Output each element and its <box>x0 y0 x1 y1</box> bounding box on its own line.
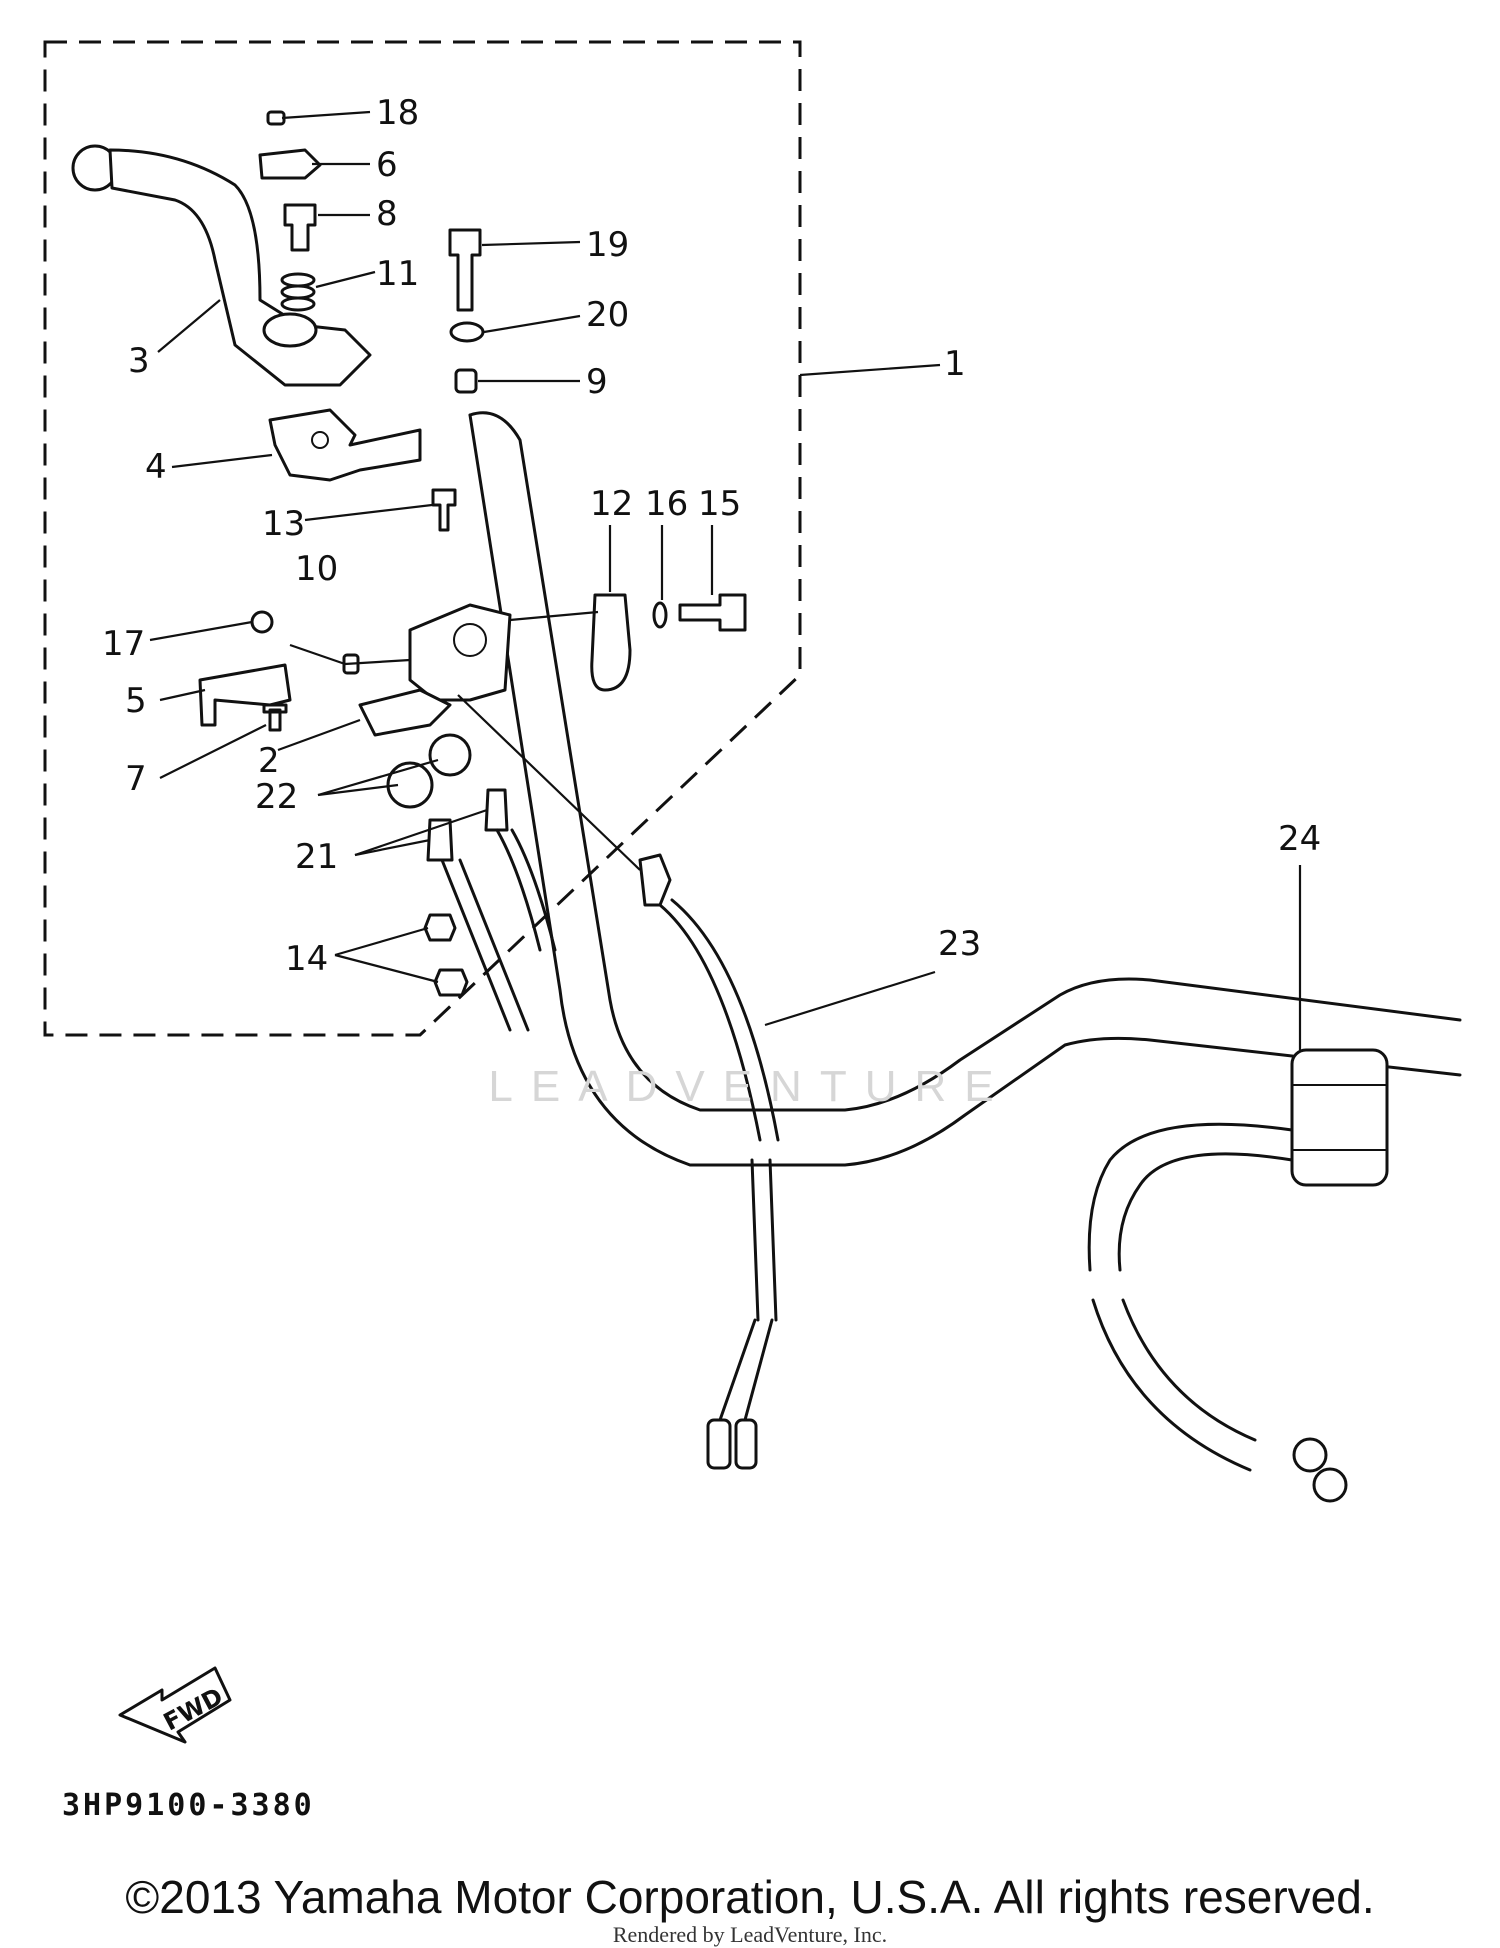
bracket-5 <box>198 663 292 727</box>
switch-housing <box>358 603 512 737</box>
bolt-19 <box>448 228 482 312</box>
adjuster-21a <box>426 818 454 862</box>
callout-8: 8 <box>376 194 398 234</box>
bolt-15 <box>678 593 747 632</box>
callout-19: 19 <box>586 225 629 265</box>
callout-18: 18 <box>376 93 419 133</box>
screw-18 <box>266 110 286 126</box>
nut-17 <box>250 610 274 634</box>
watermark: LEADVENTURE <box>488 1062 1012 1111</box>
spring-11 <box>280 272 316 312</box>
washer-20 <box>449 321 485 343</box>
nut-9 <box>454 368 478 394</box>
callout-1: 1 <box>944 344 966 384</box>
brake-lever <box>71 144 372 387</box>
rendered-by-notice: Rendered by LeadVenture, Inc. <box>612 1922 888 1947</box>
grommet-22a <box>386 761 434 809</box>
screw-7 <box>262 703 288 732</box>
callout-16: 16 <box>645 484 688 524</box>
callout-20: 20 <box>586 295 629 335</box>
callout-14: 14 <box>285 939 328 979</box>
callout-9: 9 <box>586 362 608 402</box>
assembly-boundary <box>43 40 802 1037</box>
lever-bracket <box>268 408 422 482</box>
callout-7: 7 <box>125 759 147 799</box>
callout-5: 5 <box>125 681 147 721</box>
callout-4: 4 <box>145 447 167 487</box>
fwd-arrow: FWD <box>118 1666 232 1744</box>
clamp-12 <box>590 593 632 692</box>
callout-2: 2 <box>258 741 280 781</box>
callout-24: 24 <box>1278 819 1321 859</box>
leader-lines <box>149 110 1302 1050</box>
washer-16 <box>652 601 668 629</box>
brake-cables <box>440 828 557 1032</box>
callout-22: 22 <box>255 777 298 817</box>
grommet-22b <box>428 733 472 777</box>
nut-14b <box>433 968 469 997</box>
switch-lead <box>638 853 780 1470</box>
pin-8 <box>283 203 317 252</box>
copyright-notice: ©2013 Yamaha Motor Corporation, U.S.A. A… <box>125 1871 1375 1923</box>
callout-15: 15 <box>698 484 741 524</box>
callout-6: 6 <box>376 145 398 185</box>
callout-13: 13 <box>262 504 305 544</box>
screw-13 <box>431 488 457 532</box>
handlebar <box>468 411 1462 1167</box>
right-switch <box>1087 1048 1389 1503</box>
nut-14a <box>423 913 457 942</box>
callout-23: 23 <box>938 924 981 964</box>
callout-10: 10 <box>295 549 338 589</box>
callout-11: 11 <box>376 254 419 294</box>
plate-6 <box>258 148 322 180</box>
callout-labels: 1 2 3 4 5 6 7 8 9 10 11 12 13 14 15 16 1… <box>102 93 1321 979</box>
callout-3: 3 <box>128 341 150 381</box>
callout-12: 12 <box>590 484 633 524</box>
part-code: 3HP9100-3380 <box>62 1788 315 1823</box>
callout-21: 21 <box>295 837 338 877</box>
callout-17: 17 <box>102 624 145 664</box>
adjuster-21b <box>484 788 509 832</box>
